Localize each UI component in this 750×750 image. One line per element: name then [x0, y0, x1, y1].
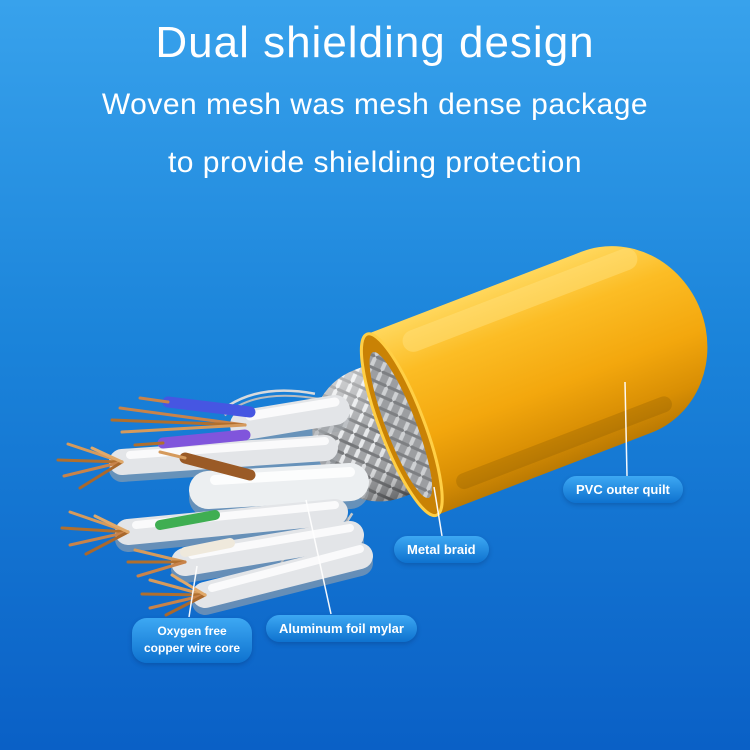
headline: Dual shielding design: [155, 18, 595, 67]
twisted-pair-tubes: [109, 395, 373, 615]
callout-metal-braid-label: Metal braid: [407, 542, 476, 557]
tube: [230, 395, 350, 447]
leader-line-pvc: [624, 381, 628, 477]
callout-pvc-outer-quilt: PVC outer quilt: [563, 476, 683, 503]
colored-wire-tips: [133, 396, 256, 557]
leader-lines: [188, 381, 628, 618]
callout-oxygen-free-copper-core: Oxygen free copper wire core: [132, 618, 253, 663]
callout-copper-label-line1: Oxygen free: [157, 624, 227, 638]
callout-aluminum-foil-mylar: Aluminum foil mylar: [266, 615, 417, 642]
callout-aluminum-foil-label: Aluminum foil mylar: [279, 621, 404, 636]
callout-metal-braid: Metal braid: [394, 536, 489, 563]
subheadline-line2: to provide shielding protection: [167, 146, 583, 179]
tube-foil-mylar: [189, 463, 369, 517]
copper-strands: [56, 406, 247, 617]
callout-pvc-label: PVC outer quilt: [576, 482, 670, 497]
subheadline-line1: Woven mesh was mesh dense package: [101, 88, 649, 121]
tube: [192, 543, 373, 615]
leader-line-aluminum-foil: [305, 499, 332, 615]
tube: [171, 521, 364, 583]
leader-line-metal-braid: [433, 486, 443, 537]
pvc-jacket: [359, 246, 708, 518]
callout-copper-label-line2: copper wire core: [144, 641, 241, 656]
leader-line-copper-core: [188, 565, 198, 618]
